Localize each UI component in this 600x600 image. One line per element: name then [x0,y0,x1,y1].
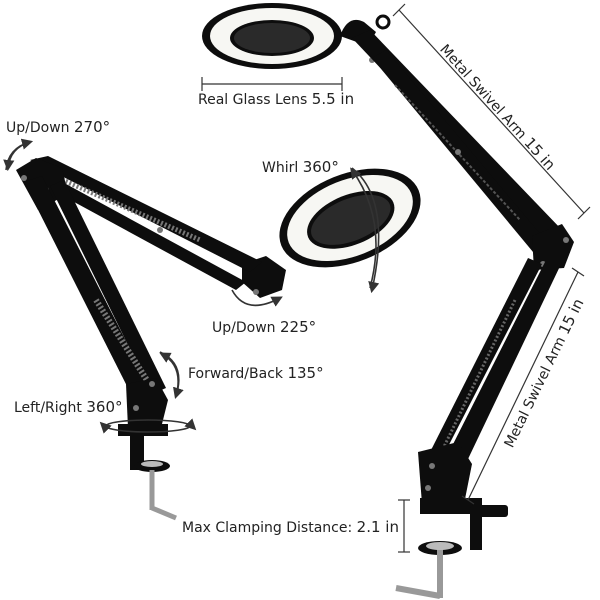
right-upper-arm [352,30,562,258]
forward-back-arrow-icon [159,351,184,400]
right-lamp-lens-ring [202,3,342,69]
upper-arm-dimension-line [392,3,591,220]
left-clamp [118,424,177,521]
lens-dimension-value: 5.5 in [311,90,355,108]
clamp-dimension-label: Max Clamping Distance: 2.1 in [182,518,399,536]
up-down-top-label: Up/Down 270° [6,118,110,136]
rotation-arrow-icon [3,138,34,172]
lens-dimension-line [201,77,343,91]
forward-back-value: 135° [287,364,324,382]
left-upper-arm [30,156,262,290]
whirl-text: Whirl [262,160,299,176]
left-right-text: Left/Right [14,400,82,416]
left-right-value: 360° [86,398,123,416]
clamp-dimension-line [398,499,410,553]
forward-back-label: Forward/Back 135° [188,364,324,382]
forward-back-text: Forward/Back [188,366,284,382]
left-lower-arm [24,176,166,400]
clamp-dimension-value: 2.1 in [356,518,399,536]
up-down-head-text: Up/Down [212,320,276,336]
head-tilt-arrow-icon [231,289,283,307]
left-lamp [16,156,421,521]
lower-arm-dimension-line [461,267,585,505]
clamp-dimension-text: Max Clamping Distance: [182,520,353,536]
up-down-head-label: Up/Down 225° [212,318,316,336]
right-clamp [395,498,508,599]
left-lamp-lens-ring [279,168,421,268]
whirl-label: Whirl 360° [262,158,339,176]
left-right-arrow-icon [99,418,197,434]
right-lower-arm [424,258,562,480]
lens-dimension-text: Real Glass Lens [198,92,308,108]
whirl-value: 360° [302,158,339,176]
lens-dimension-label: Real Glass Lens 5.5 in [198,90,354,108]
up-down-head-value: 225° [279,318,317,336]
up-down-top-value: 270° [73,118,111,136]
whirl-arrow-icon [350,167,380,294]
up-down-top-text: Up/Down [6,120,70,136]
left-right-label: Left/Right 360° [14,398,123,416]
right-lamp [202,3,574,599]
